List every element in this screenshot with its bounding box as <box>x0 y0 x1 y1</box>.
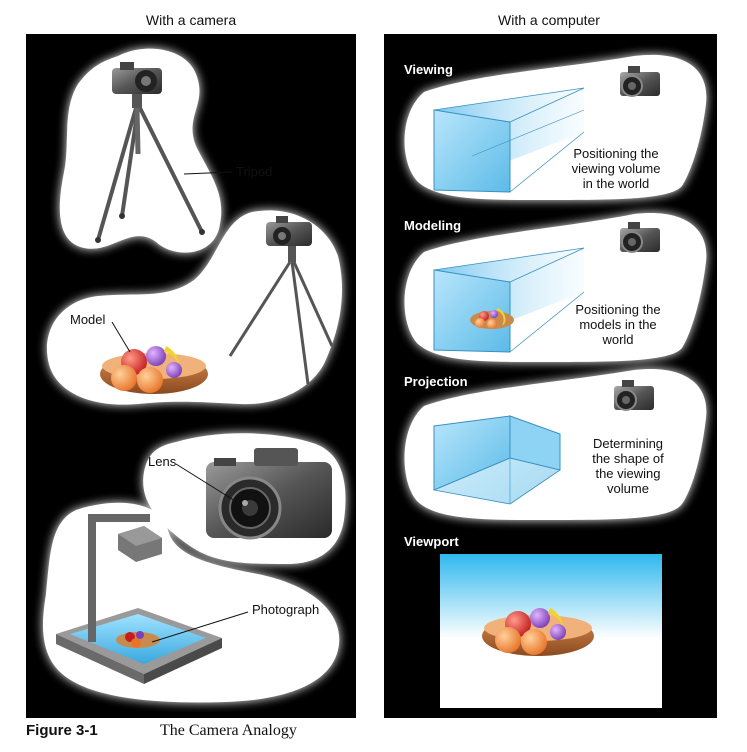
viewing-desc-line: Positioning the <box>573 146 659 161</box>
viewing-title: Viewing <box>404 62 453 77</box>
right-column-title: With a computer <box>498 12 600 28</box>
modeling-desc-line: models in the <box>579 317 657 332</box>
viewing-camera-icon <box>620 66 660 97</box>
modeling-desc-line: Positioning the <box>575 302 661 317</box>
photograph-label: Photograph <box>252 602 320 617</box>
viewing-desc-line: in the world <box>582 176 650 191</box>
fruit-bowl-icon <box>100 346 208 394</box>
figure-number: Figure 3-1 <box>26 722 98 739</box>
projection-volume-icon <box>433 415 561 505</box>
camera-panel: Tripod Model Lens Photograph <box>26 34 356 718</box>
viewport-title: Viewport <box>404 534 459 549</box>
lens-pointer <box>175 463 241 505</box>
projection-desc-line: the shape of <box>592 451 664 466</box>
left-column-title: With a camera <box>145 12 237 28</box>
modeling-camera-icon <box>620 222 660 253</box>
modeling-desc-line: world <box>602 332 634 347</box>
modeling-title: Modeling <box>404 218 462 233</box>
projection-desc-line: the viewing <box>595 466 661 481</box>
modeling-volume-icon <box>433 247 585 353</box>
viewing-description: Positioning the viewing volume in the wo… <box>554 146 678 191</box>
photograph-pointer <box>151 611 249 643</box>
figure-caption: Figure 3-1 The Camera Analogy <box>26 722 297 739</box>
viewport-image <box>440 554 662 708</box>
computer-panel: Viewing Positioning the viewing volume i… <box>384 34 717 718</box>
small-tripod-icon <box>228 216 334 385</box>
projection-desc-line: Determining <box>592 436 664 451</box>
photo-enlarger-icon <box>56 514 222 684</box>
camera-lens-icon <box>206 448 332 540</box>
projection-desc-line: volume <box>607 481 649 496</box>
figure-caption-text: The Camera Analogy <box>160 722 297 739</box>
viewing-desc-line: viewing volume <box>571 161 661 176</box>
tripod-label: Tripod <box>236 164 273 179</box>
lens-label: Lens <box>148 454 177 469</box>
viewing-volume-icon <box>433 87 585 193</box>
projection-description: Determining the shape of the viewing vol… <box>576 436 680 496</box>
tripod-pointer <box>183 171 233 175</box>
camera-on-tripod-icon <box>95 62 205 243</box>
model-pointer <box>111 321 131 353</box>
projection-camera-icon <box>614 380 654 411</box>
modeling-description: Positioning the models in the world <box>560 302 676 347</box>
model-label: Model <box>70 312 106 327</box>
projection-title: Projection <box>404 374 468 389</box>
tripod-blob <box>59 48 222 253</box>
